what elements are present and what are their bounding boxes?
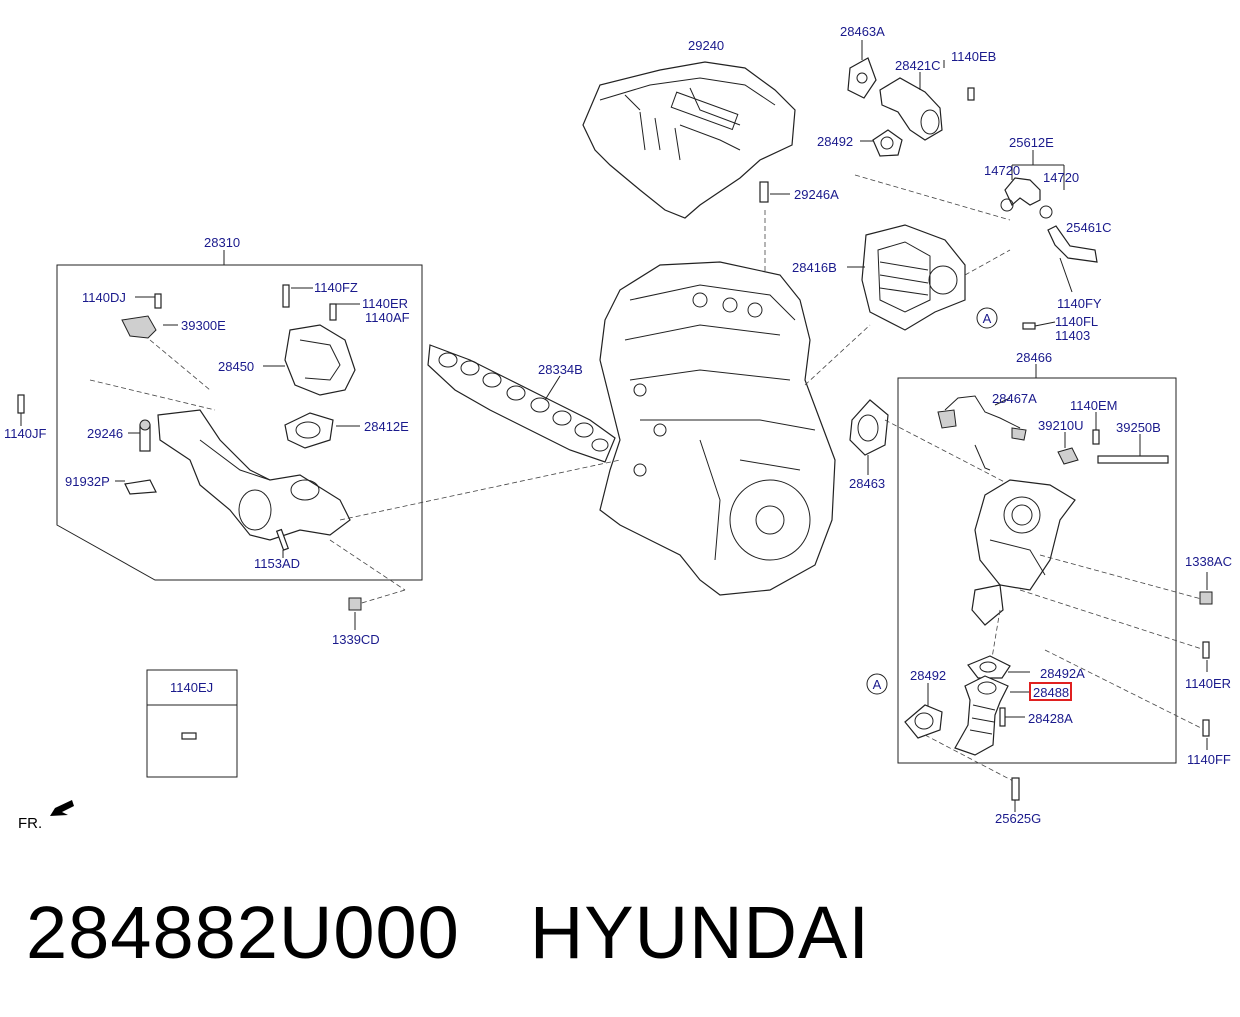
engine-cover [582, 61, 796, 219]
bolt-1140FL [1022, 322, 1036, 330]
bolt-25625G [1011, 777, 1020, 801]
pipe-28488 [954, 675, 1009, 756]
bolt-29246A [759, 181, 769, 203]
clip-91932P [124, 479, 157, 495]
label-1140JF: 1140JF [4, 426, 46, 441]
label-14720-b: 14720 [1043, 170, 1079, 185]
part-number: 284882U000 [26, 891, 460, 974]
bolt-1140ER-b [1202, 641, 1210, 659]
label-39250B: 39250B [1116, 420, 1161, 435]
label-25461C: 25461C [1066, 220, 1112, 235]
label-25625G: 25625G [995, 811, 1041, 826]
label-29246A: 29246A [794, 187, 839, 202]
wire-harness-28467A [937, 395, 1027, 471]
ref-a1-text: A [983, 311, 992, 326]
label-28463A: 28463A [840, 24, 885, 39]
label-1140EB: 1140EB [951, 49, 996, 64]
label-11403: 11403 [1055, 328, 1090, 343]
parts-diagram: A A 29240 28463A 28421C 1140EB 28492 256… [4, 24, 1232, 826]
rod-39250B [1097, 455, 1169, 464]
label-1140FZ: 1140FZ [314, 280, 358, 295]
label-1140EM: 1140EM [1070, 398, 1117, 413]
ref-a2-text: A [873, 677, 882, 692]
label-1140AF: 1140AF [365, 310, 410, 325]
group-28466 [897, 364, 1177, 764]
bolt-1140EB [967, 87, 975, 101]
label-28467A: 28467A [992, 391, 1037, 406]
nut-1339CD [348, 597, 362, 611]
reference-marker-a1: A [976, 307, 998, 329]
label-28488: 28488 [1033, 685, 1069, 700]
legend-box-1140EJ [146, 669, 238, 778]
brand-name: HYUNDAI [529, 891, 870, 974]
label-1140DJ: 1140DJ [82, 290, 126, 305]
label-1140ER-a: 1140ER [362, 296, 408, 311]
label-1338AC: 1338AC [1185, 554, 1232, 569]
label-1140FL: 1140FL [1055, 314, 1098, 329]
label-1140ER-b: 1140ER [1185, 676, 1231, 691]
egr-valve [971, 479, 1076, 626]
hose-25612E [1000, 177, 1053, 219]
gasket-28463A [847, 57, 877, 99]
label-39210U: 39210U [1038, 418, 1084, 433]
label-28334B: 28334B [538, 362, 583, 377]
label-28310: 28310 [204, 235, 240, 250]
gasket-28463 [849, 399, 889, 456]
label-28463: 28463 [849, 476, 885, 491]
label-28421C: 28421C [895, 58, 941, 73]
label-28492-top: 28492 [817, 134, 853, 149]
bolt-1140FF [1202, 719, 1210, 737]
highlight-box [1029, 682, 1072, 701]
gasket-28492-top [872, 129, 903, 157]
bolt-1140ER-a [329, 303, 337, 321]
intake-pipe [157, 409, 351, 541]
label-91932P: 91932P [65, 474, 110, 489]
sensor-29246 [139, 419, 151, 452]
front-direction-label: FR. [18, 815, 43, 832]
label-1140EJ: 1140EJ [170, 680, 213, 695]
label-1339CD: 1339CD [332, 632, 380, 647]
front-arrow-icon [50, 800, 74, 816]
label-28466: 28466 [1016, 350, 1052, 365]
bolt-1140DJ [154, 293, 162, 309]
part-footer: 284882U000 HYUNDAI [26, 890, 870, 975]
label-28428A: 28428A [1028, 711, 1073, 726]
label-28416B: 28416B [792, 260, 837, 275]
bolt-1140EM [1092, 429, 1100, 445]
sensor-39300E [121, 315, 157, 339]
gasket-28492-bottom [904, 704, 943, 739]
label-1153AD: 1153AD [254, 556, 300, 571]
gasket-28492A [967, 655, 1011, 679]
label-1140FF: 1140FF [1187, 752, 1231, 767]
throttle-body-28450 [284, 324, 356, 396]
label-28492-bottom: 28492 [910, 668, 946, 683]
sensor-39210U [1057, 447, 1079, 465]
label-29240: 29240 [688, 38, 724, 53]
label-29246: 29246 [87, 426, 123, 441]
nut-1338AC [1199, 591, 1213, 605]
label-14720-a: 14720 [984, 163, 1020, 178]
egr-cooler-28416B [861, 224, 966, 331]
engine-block [599, 261, 836, 596]
label-28492A: 28492A [1040, 666, 1085, 681]
label-39300E: 39300E [181, 318, 226, 333]
bolt-1140JF [17, 394, 25, 414]
stud-28428A [999, 707, 1006, 727]
pipe-28421C [879, 77, 943, 141]
label-28450: 28450 [218, 359, 254, 374]
label-1140FY: 1140FY [1057, 296, 1102, 311]
pipe-25461C [1047, 225, 1098, 263]
reference-marker-a2: A [866, 673, 888, 695]
group-28310 [56, 250, 423, 581]
bolt-1153AD [275, 528, 290, 551]
manifold-gasket [427, 344, 616, 463]
bolt-1140FZ [282, 284, 290, 308]
label-28412E: 28412E [364, 419, 409, 434]
gasket-28412E [284, 412, 334, 449]
label-25612E: 25612E [1009, 135, 1054, 150]
